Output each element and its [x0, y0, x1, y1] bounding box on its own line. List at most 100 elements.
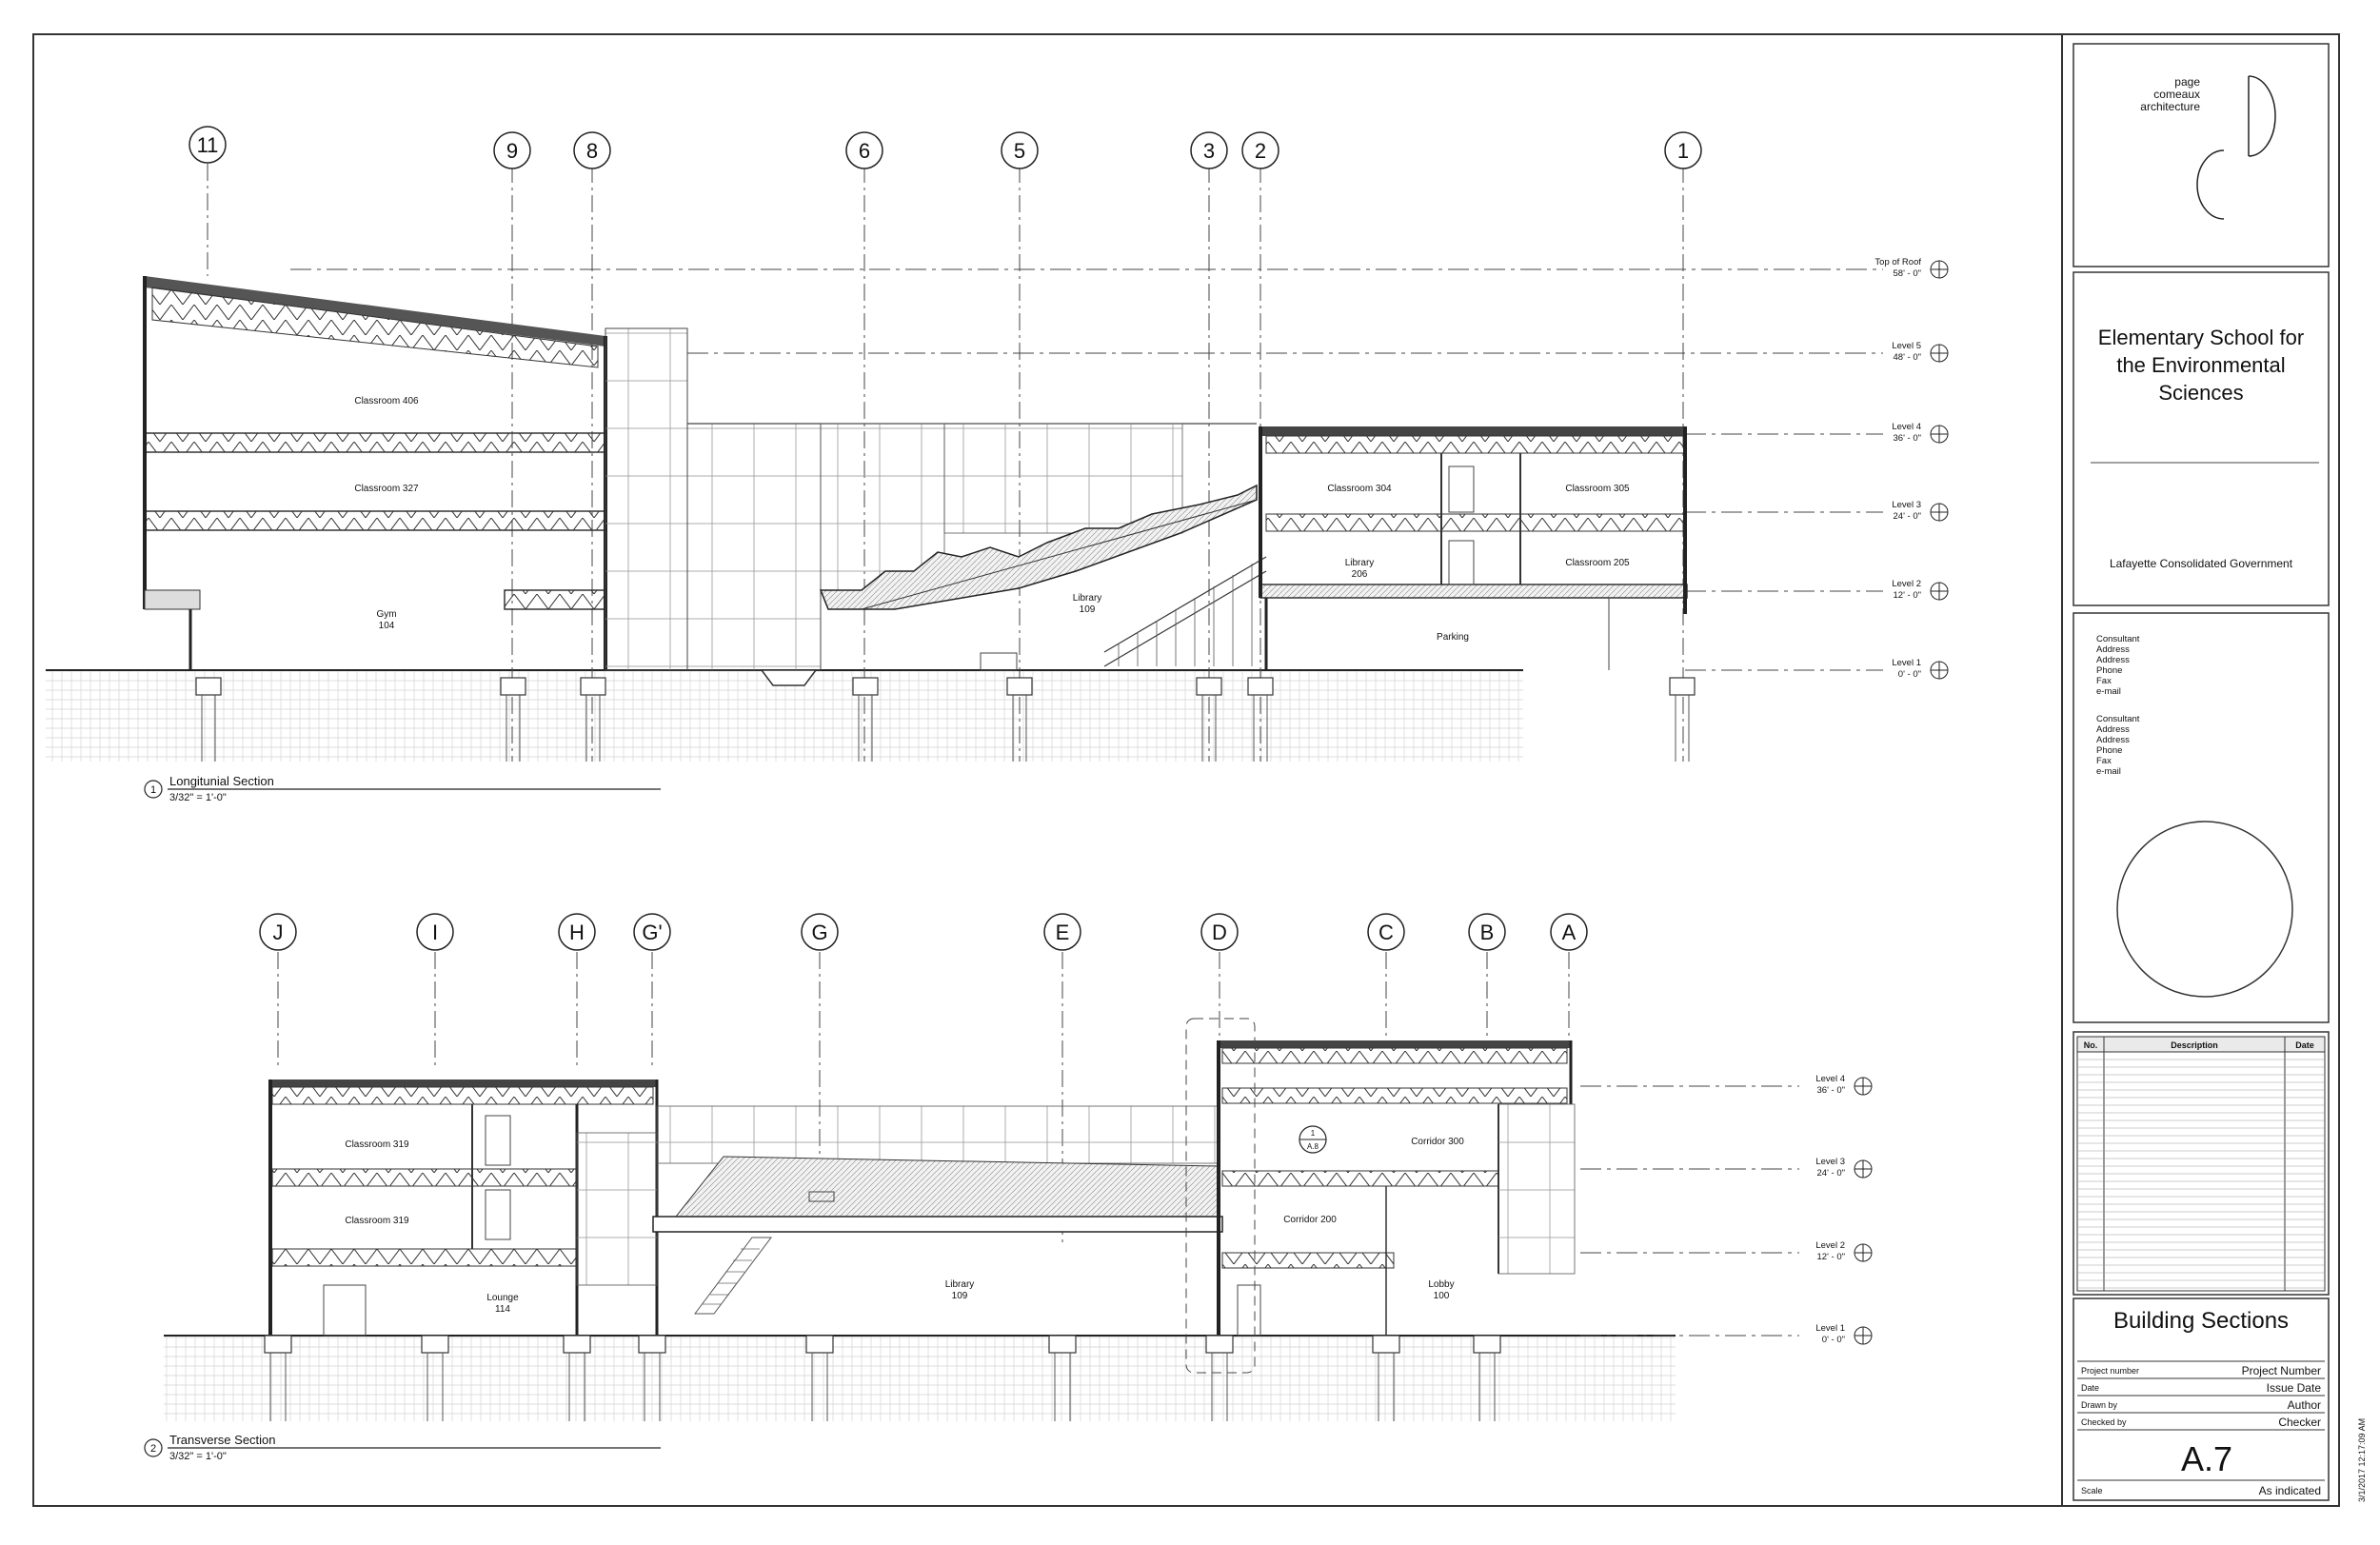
right-building	[1259, 426, 1688, 670]
grid-bubble: 5	[1001, 131, 1039, 169]
svg-text:Issue Date: Issue Date	[2267, 1381, 2322, 1395]
grid-bubble: 1	[1664, 131, 1702, 169]
svg-text:48' - 0": 48' - 0"	[1894, 352, 1921, 363]
svg-text:Address: Address	[2096, 655, 2130, 665]
firm-name: architecture	[2140, 100, 2200, 113]
svg-text:Address: Address	[2096, 735, 2130, 745]
svg-text:Checked by: Checked by	[2081, 1417, 2127, 1427]
grid-bubble: 8	[573, 131, 611, 169]
svg-text:Level 4: Level 4	[1815, 1074, 1845, 1084]
grid-bubble: I	[416, 913, 454, 951]
svg-text:Level 2: Level 2	[1815, 1240, 1845, 1251]
project-title: Sciences	[2158, 381, 2243, 405]
view-scale: 3/32" = 1'-0"	[169, 1451, 227, 1462]
svg-text:C: C	[1378, 921, 1394, 944]
svg-text:0' - 0": 0' - 0"	[1822, 1335, 1845, 1345]
svg-text:24' - 0": 24' - 0"	[1817, 1168, 1845, 1179]
consultants: Consultant Address Address Phone Fax e-m…	[2096, 634, 2140, 777]
room-label: Lobby	[1428, 1279, 1454, 1290]
left-block-2	[268, 1080, 659, 1337]
level-lines	[290, 268, 1883, 671]
svg-text:Fax: Fax	[2096, 676, 2112, 686]
titleblock: page comeaux architecture Elementary Sch…	[2073, 43, 2367, 1502]
view-title-2: 2 Transverse Section 3/32" = 1'-0"	[144, 1433, 661, 1462]
grid-bubble: 2	[1241, 131, 1279, 169]
grid-bubble: D	[1200, 913, 1239, 951]
svg-text:5: 5	[1014, 139, 1025, 163]
svg-text:Date: Date	[2295, 1040, 2314, 1050]
sheet-border	[32, 33, 2340, 1507]
view-scale: 3/32" = 1'-0"	[169, 792, 227, 803]
room-label: Parking	[1437, 632, 1469, 643]
grid-bubble: A	[1550, 913, 1588, 951]
svg-text:Drawn by: Drawn by	[2081, 1400, 2118, 1410]
room-label: Classroom 406	[354, 396, 419, 406]
view-title-1: 1 Longitunial Section 3/32" = 1'-0"	[144, 774, 661, 803]
foundations-1	[195, 677, 1696, 696]
scale-label: Scale	[2081, 1486, 2103, 1495]
firm-name: comeaux	[2153, 88, 2200, 101]
room-label: Library	[1073, 593, 1102, 604]
transverse-section: 1 A.8 Classroom 319	[144, 913, 1873, 1462]
piles-2	[269, 1353, 1496, 1421]
grid-bubble: 6	[845, 131, 883, 169]
grid-bubble: E	[1043, 913, 1081, 951]
svg-text:Level 3: Level 3	[1815, 1157, 1845, 1167]
svg-text:e-mail: e-mail	[2096, 686, 2121, 697]
level-tags-2: Level 436' - 0" Level 324' - 0" Level 21…	[1815, 1074, 1873, 1345]
svg-text:J: J	[273, 921, 284, 944]
svg-text:12' - 0": 12' - 0"	[1894, 590, 1921, 601]
svg-text:Phone: Phone	[2096, 745, 2122, 756]
svg-text:Phone: Phone	[2096, 665, 2122, 676]
room-labels-2: Classroom 319 Classroom 319 Lounge 114 L…	[345, 1137, 1464, 1315]
svg-text:Checker: Checker	[2278, 1416, 2321, 1429]
svg-text:1: 1	[1677, 139, 1689, 163]
view-title: Longitunial Section	[169, 774, 274, 788]
svg-text:Consultant: Consultant	[2096, 634, 2140, 644]
room-label: Classroom 319	[345, 1216, 409, 1226]
level-tag: Level 212' - 0"	[1815, 1240, 1873, 1262]
room-label: Corridor 200	[1283, 1215, 1337, 1225]
svg-text:Level 3: Level 3	[1892, 500, 1921, 510]
svg-text:11: 11	[197, 133, 219, 157]
svg-text:Level 1: Level 1	[1892, 658, 1921, 668]
svg-text:Level 4: Level 4	[1892, 422, 1921, 432]
svg-text:I: I	[432, 921, 438, 944]
grid-bubble: 3	[1190, 131, 1228, 169]
left-building	[143, 276, 822, 671]
svg-text:Address: Address	[2096, 724, 2130, 735]
field-row: Date Issue Date	[2077, 1381, 2325, 1396]
level-tag: Level 324' - 0"	[1892, 500, 1949, 522]
svg-text:Date: Date	[2081, 1383, 2099, 1393]
svg-text:2: 2	[150, 1443, 156, 1455]
svg-text:H: H	[569, 921, 585, 944]
level-tag: Level 10' - 0"	[1892, 658, 1949, 680]
grid-bubbles-1: 11 9 8 6 5 3 2 1	[188, 126, 1702, 169]
grid-bubbles-2: J I H G' G E D C B A	[259, 913, 1588, 951]
right-block-2: 1 A.8	[1185, 1018, 1576, 1374]
sheet-info-box	[2073, 1297, 2330, 1501]
grid-bubble: C	[1367, 913, 1405, 951]
svg-text:12' - 0": 12' - 0"	[1817, 1252, 1845, 1262]
room-label: Library	[1345, 558, 1375, 568]
svg-text:2: 2	[1255, 139, 1266, 163]
svg-text:A: A	[1562, 921, 1577, 944]
room-label: 104	[379, 621, 395, 631]
room-label: Classroom 327	[354, 484, 419, 494]
earth-hatch	[164, 1336, 1676, 1421]
level-tag: Level 548' - 0"	[1892, 341, 1949, 363]
svg-text:36' - 0": 36' - 0"	[1894, 433, 1921, 444]
grid-bubble: 9	[493, 131, 531, 169]
sheet-title: Building Sections	[2113, 1308, 2289, 1334]
svg-text:Level 2: Level 2	[1892, 579, 1921, 589]
longitudinal-section: Classroom 406 Classroom 327 Gym 104 Libr…	[46, 126, 1949, 803]
svg-text:D: D	[1212, 921, 1227, 944]
view-title: Transverse Section	[169, 1433, 276, 1447]
library-volume	[687, 423, 1267, 686]
svg-text:Consultant: Consultant	[2096, 714, 2140, 724]
callout-number: 1	[1311, 1129, 1316, 1138]
project-title: the Environmental	[2116, 353, 2285, 377]
consultants-box	[2073, 612, 2330, 1023]
